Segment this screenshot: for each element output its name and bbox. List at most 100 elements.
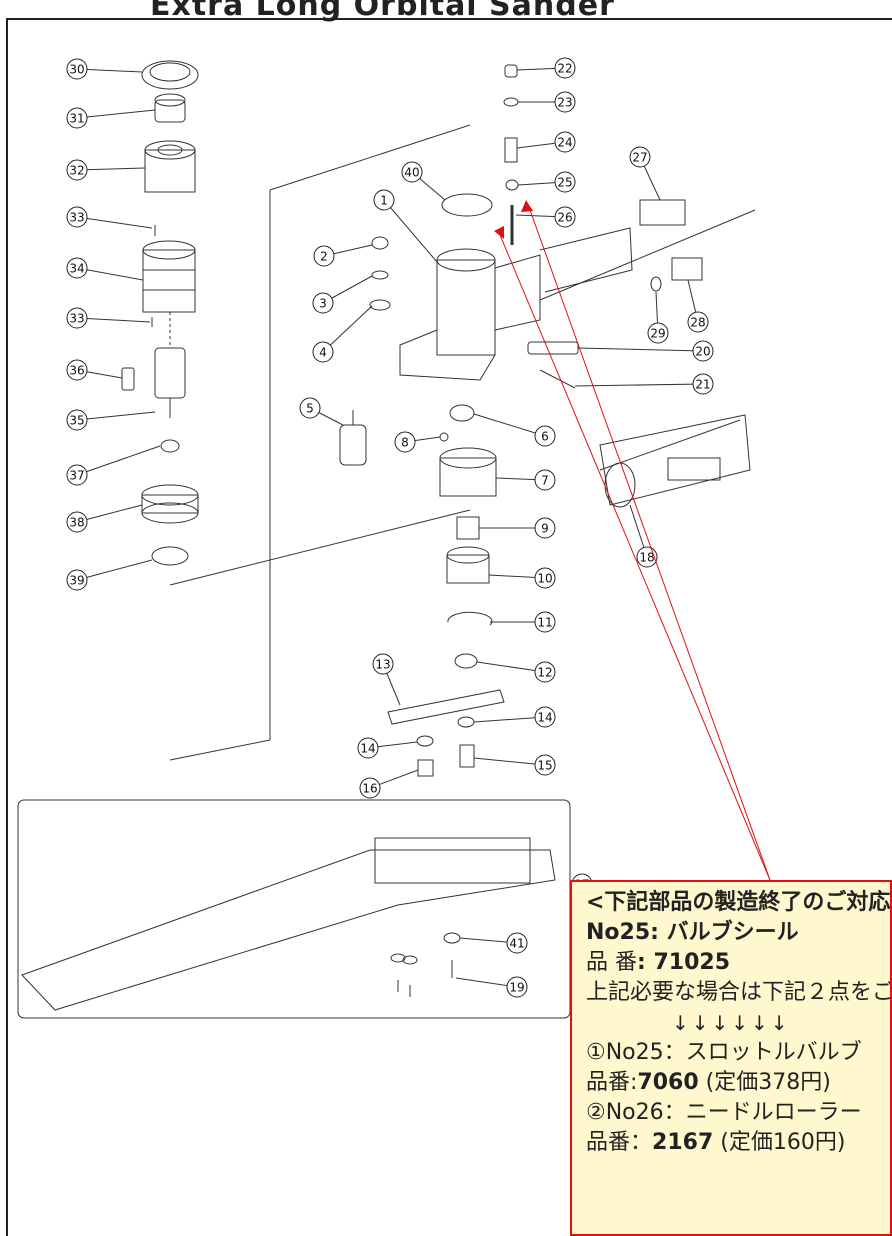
callout-circle <box>359 777 381 799</box>
callout-circle <box>687 311 709 333</box>
callout-number: 12 <box>537 666 552 680</box>
callout-14: 14 <box>357 737 379 759</box>
callout-28: 28 <box>687 311 709 333</box>
callout-circle <box>66 159 88 181</box>
part-32-shape <box>144 149 196 193</box>
callout-circle <box>66 206 88 228</box>
callout-circle <box>534 567 556 589</box>
part-3-shape <box>371 270 389 280</box>
leader-line <box>574 383 704 387</box>
callout-number: 25 <box>557 176 572 190</box>
callout-7: 7 <box>534 469 556 491</box>
part-13-shape <box>387 689 505 725</box>
callout-24: 24 <box>554 131 576 153</box>
callout-circle <box>554 57 576 79</box>
part-28-shape <box>671 257 703 281</box>
callout-circle <box>66 359 88 381</box>
callout-9: 9 <box>534 517 556 539</box>
notice-pointer-lines <box>499 209 771 881</box>
callout-34: 34 <box>66 257 88 279</box>
part-17-shape <box>21 849 556 1011</box>
callout-number: 5 <box>306 402 314 416</box>
leader-line <box>76 267 144 281</box>
callout-number: 9 <box>541 522 549 536</box>
notice-number-value: : 71025 <box>637 950 730 975</box>
callout-33: 33 <box>66 307 88 329</box>
callout-number: 36 <box>69 364 84 378</box>
callout-number: 18 <box>639 551 654 565</box>
callout-32: 32 <box>66 159 88 181</box>
leader-line <box>76 109 156 119</box>
callout-number: 37 <box>69 469 84 483</box>
part-2-shape <box>371 236 389 250</box>
notice-alt1-number-line: 品番:7060 (定価378円) <box>586 1068 890 1098</box>
part-15-shape <box>459 744 475 768</box>
callout-circle <box>534 754 556 776</box>
callout-number: 21 <box>695 378 710 392</box>
notice-arrows: ↓↓↓↓↓↓ <box>672 1011 791 1035</box>
notice-alt2-number: 2167 <box>652 1130 714 1155</box>
callout-12: 12 <box>534 661 556 683</box>
callout-number: 28 <box>690 316 705 330</box>
callout-circle <box>299 397 321 419</box>
callout-41: 41 <box>506 932 528 954</box>
part-23-shape <box>503 97 519 107</box>
callout-number: 11 <box>537 616 552 630</box>
callout-20: 20 <box>692 340 714 362</box>
part-7-shape <box>439 457 497 497</box>
callout-circle <box>373 189 395 211</box>
callout-circle <box>629 146 651 168</box>
callout-3: 3 <box>312 292 334 314</box>
callout-number: 16 <box>362 782 377 796</box>
part-25-shape <box>505 179 519 191</box>
part-36-shape <box>121 367 135 391</box>
callout-13: 13 <box>372 653 394 675</box>
callout-number: 29 <box>650 327 665 341</box>
callout-26: 26 <box>554 206 576 228</box>
notice-alt1-prefix: 品番: <box>586 1070 638 1095</box>
part-20-shape <box>527 341 579 355</box>
callout-number: 22 <box>557 62 572 76</box>
callout-number: 7 <box>541 474 549 488</box>
callout-33: 33 <box>66 206 88 228</box>
callout-circle <box>66 107 88 129</box>
part-35-shape <box>154 347 186 399</box>
callout-circle <box>534 661 556 683</box>
callout-number: 24 <box>557 136 572 150</box>
callout-circle <box>66 511 88 533</box>
callout-37: 37 <box>66 464 88 486</box>
callout-circle <box>554 131 576 153</box>
part-40-shape <box>441 193 493 217</box>
callout-21: 21 <box>692 373 714 395</box>
callout-25: 25 <box>554 171 576 193</box>
callout-number: 39 <box>69 574 84 588</box>
callout-circle <box>506 932 528 954</box>
callout-number: 15 <box>537 759 552 773</box>
callout-number: 33 <box>69 211 84 225</box>
leader-line <box>76 317 151 323</box>
part-31-shape <box>154 99 186 123</box>
callout-circle <box>534 425 556 447</box>
pad-inset-box <box>17 799 571 1019</box>
callout-15: 15 <box>534 754 556 776</box>
callout-circle <box>66 58 88 80</box>
right-plane-line <box>539 209 756 471</box>
callout-38: 38 <box>66 511 88 533</box>
notice-alt2-label: ②No26：ニードルローラー <box>586 1100 862 1125</box>
part-9-shape <box>456 516 480 540</box>
callout-number: 32 <box>69 164 84 178</box>
leader-line <box>473 716 546 723</box>
callout-40: 40 <box>401 161 423 183</box>
callout-29: 29 <box>647 322 669 344</box>
callout-number: 31 <box>69 112 84 126</box>
notice-alt1-label: ①No25：スロットルバルブ <box>586 1040 862 1065</box>
callout-circle <box>506 976 528 998</box>
part-18-shape <box>599 414 751 506</box>
callout-number: 40 <box>404 166 419 180</box>
notice-heading: <下記部品の製造終了のご対応 <box>586 890 891 915</box>
callout-number: 2 <box>320 250 328 264</box>
callout-4: 4 <box>312 341 334 363</box>
callout-6: 6 <box>534 425 556 447</box>
part-24-shape <box>504 137 518 163</box>
